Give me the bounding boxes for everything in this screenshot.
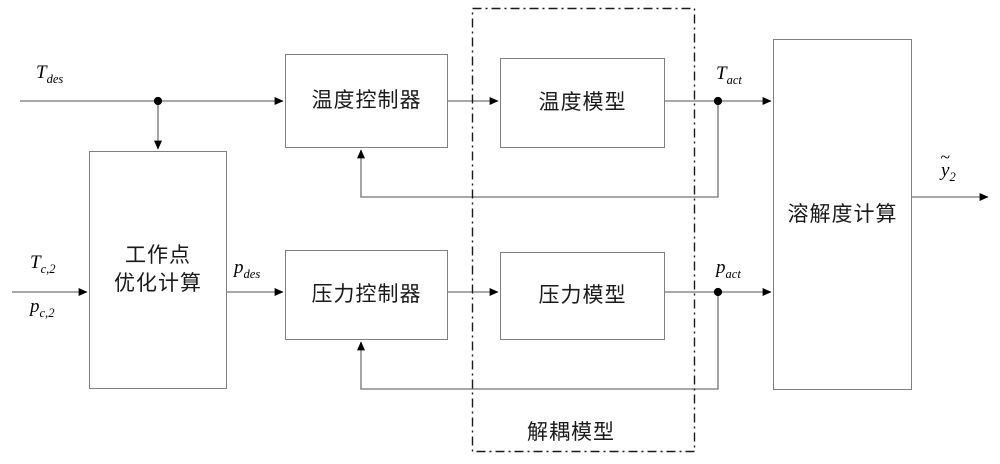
junction-dot-tdes (153, 96, 163, 106)
junction-dot-tact (713, 96, 723, 106)
block-temperature-model[interactable]: 温度模型 (500, 58, 665, 148)
block-pressure-model[interactable]: 压力模型 (500, 252, 665, 340)
wire-pressure-feedback (357, 292, 719, 390)
signal-subscript: c,2 (39, 305, 55, 320)
block-pressure-controller[interactable]: 压力控制器 (285, 250, 448, 340)
signal-base: p (30, 296, 40, 317)
signal-base: p (234, 257, 244, 278)
signal-label-p-des: pdes (234, 257, 260, 282)
signal-subscript: des (243, 266, 261, 281)
block-solubility-calculation[interactable]: 溶解度计算 (773, 39, 912, 390)
signal-base: y (941, 160, 950, 181)
decoupling-model-boundary (471, 7, 696, 453)
block-label: 压力控制器 (311, 282, 422, 307)
signal-subscript: c,2 (40, 261, 56, 276)
block-label-line1: 工作点 (125, 243, 191, 268)
block-label: 温度模型 (538, 90, 627, 115)
signal-base: T (716, 63, 727, 84)
signal-label-p-act: pact (716, 257, 741, 282)
signal-base: p (716, 257, 726, 278)
block-label: 溶解度计算 (787, 201, 898, 226)
block-label: 压力模型 (538, 283, 627, 308)
block-temperature-controller[interactable]: 温度控制器 (285, 54, 448, 148)
signal-label-p-c2: pc,2 (30, 296, 54, 321)
tilde-accent-wrap: ~y (940, 148, 950, 182)
signal-subscript: act (725, 266, 741, 281)
block-label: 温度控制器 (311, 88, 422, 113)
signal-base: T (36, 62, 47, 83)
signal-label-T-c2: Tc,2 (30, 252, 56, 277)
decoupling-model-label: 解耦模型 (527, 420, 615, 444)
tilde-accent: ~ (940, 147, 950, 168)
junction-dot-pact (713, 287, 723, 297)
signal-subscript: 2 (949, 169, 956, 184)
wire-temperature-feedback (357, 101, 719, 198)
signal-base: T (30, 252, 41, 273)
signal-label-T-des: Tdes (36, 62, 63, 87)
block-label-line2: 优化计算 (114, 271, 202, 295)
signal-label-T-act: Tact (716, 63, 742, 88)
signal-label-y-tilde-2: ~y2 (940, 148, 956, 185)
signal-subscript: des (46, 71, 64, 86)
block-operating-point-optimization[interactable]: 工作点 优化计算 (89, 151, 227, 389)
signal-subscript: act (726, 72, 742, 87)
